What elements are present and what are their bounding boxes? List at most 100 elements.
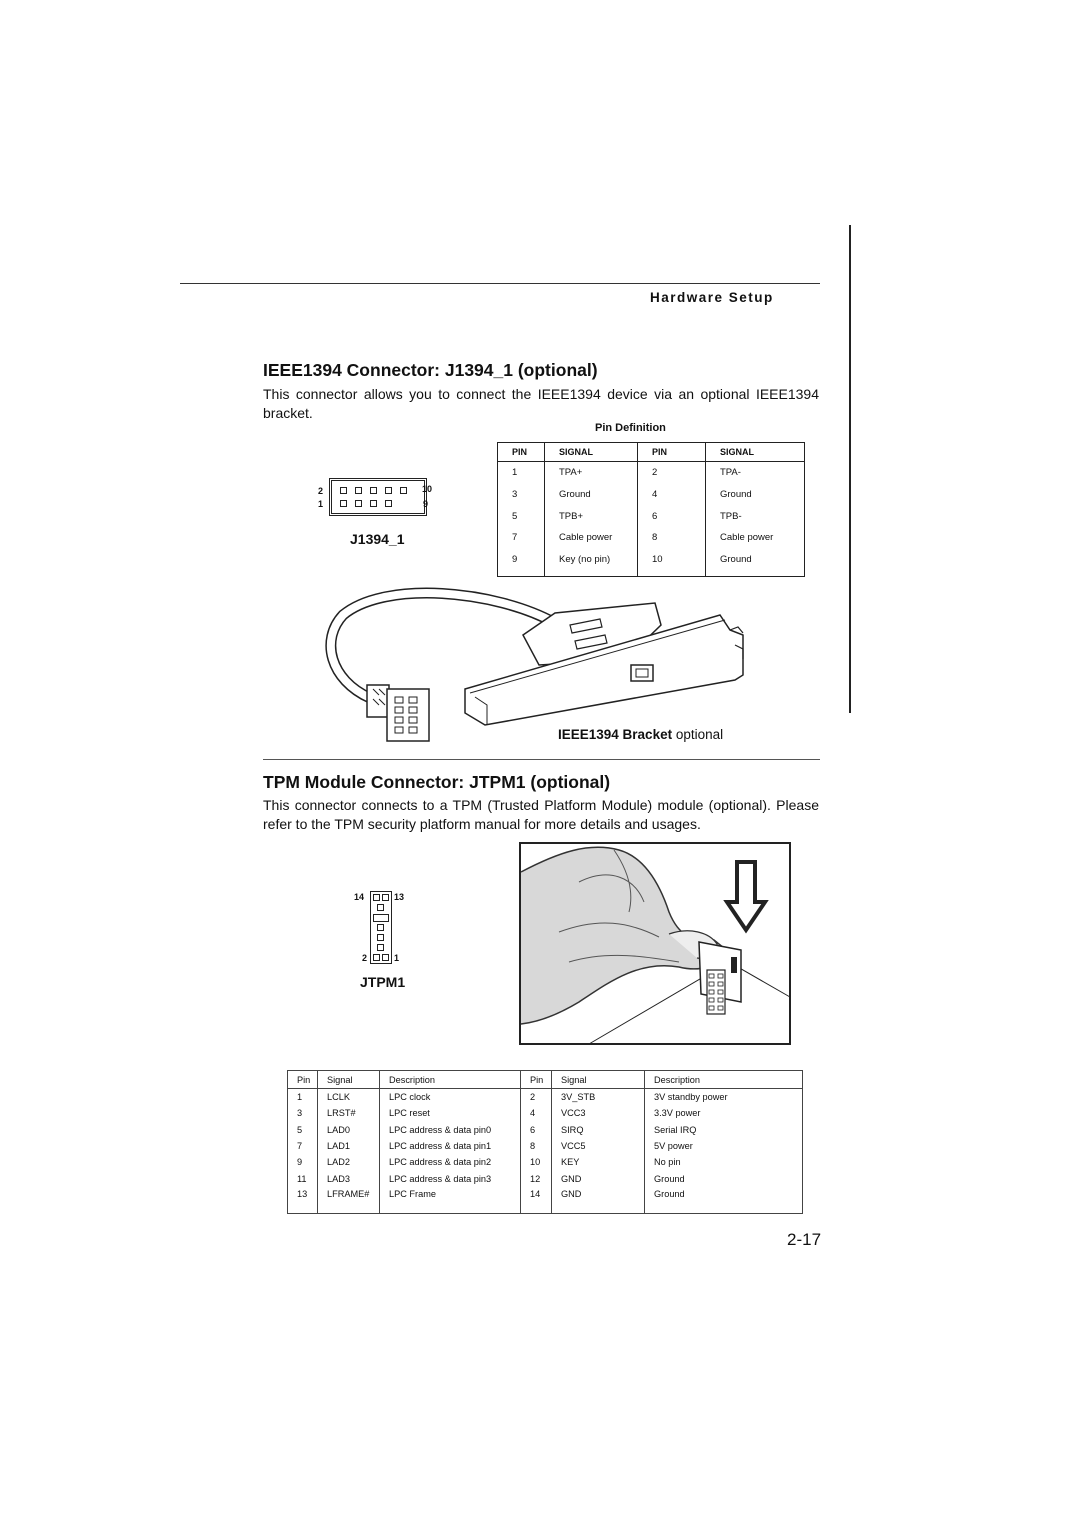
table-header-row: PIN SIGNAL PIN SIGNAL	[497, 442, 805, 462]
cell: TPB+	[544, 505, 638, 528]
cell: LAD3	[317, 1170, 380, 1187]
cell: 5	[287, 1121, 318, 1138]
cell: Cable power	[720, 532, 774, 544]
tpm-description: This connector connects to a TPM (Truste…	[263, 797, 819, 832]
column-header: Signal	[551, 1070, 645, 1089]
cell: 1	[497, 461, 545, 484]
cell: LPC address & data pin1	[379, 1137, 521, 1155]
column-header: Description	[644, 1070, 803, 1089]
pin-label: 14	[354, 892, 365, 902]
column-header: PIN	[497, 442, 545, 462]
section-divider	[263, 759, 820, 760]
cell: Ground	[654, 1188, 685, 1199]
cell: 4	[637, 483, 706, 506]
section-label: Hardware Setup	[650, 290, 774, 305]
cell: LCLK	[317, 1088, 380, 1106]
tpm-heading: TPM Module Connector: JTPM1 (optional)	[263, 772, 611, 792]
bracket-caption-bold: IEEE1394 Bracket	[558, 727, 673, 742]
cell: Ground	[544, 483, 638, 506]
margin-rule	[849, 225, 851, 713]
column-header: SIGNAL	[544, 442, 638, 462]
cell: VCC3	[551, 1105, 645, 1122]
bracket-caption: IEEE1394 Bracket optional	[558, 727, 723, 742]
cell: LAD0	[317, 1121, 380, 1138]
cell: Serial IRQ	[654, 1124, 697, 1135]
cell: LPC clock	[379, 1088, 521, 1106]
cell: SIRQ	[551, 1121, 645, 1138]
cell: LPC reset	[379, 1105, 521, 1122]
column-header: Pin	[287, 1070, 318, 1089]
cell: 9	[287, 1154, 318, 1171]
cell: 3V_STB	[551, 1088, 645, 1106]
ieee1394-bracket-illustration	[325, 587, 744, 742]
cell: 12	[520, 1170, 552, 1187]
cell: 3V standby power	[654, 1092, 728, 1103]
pin-label: 1	[318, 499, 324, 509]
cell: Cable power	[544, 527, 638, 549]
cell: 13	[287, 1186, 318, 1214]
cell: 10	[637, 548, 706, 577]
cell: 4	[520, 1105, 552, 1122]
pin-label: 2	[362, 953, 368, 963]
column-header: Signal	[317, 1070, 380, 1089]
ieee-description: This connector allows you to connect the…	[263, 386, 819, 421]
cell: 14	[520, 1186, 552, 1214]
cell: 11	[287, 1170, 318, 1187]
cell: KEY	[551, 1154, 645, 1171]
cell: 3	[497, 483, 545, 506]
cell: VCC5	[551, 1137, 645, 1155]
cell: 9	[497, 548, 545, 577]
cell: 2	[520, 1088, 552, 1106]
cell: LPC address & data pin2	[379, 1154, 521, 1171]
cell: 7	[497, 527, 545, 549]
cell: LFRAME#	[317, 1186, 380, 1214]
j1394-label: J1394_1	[350, 531, 405, 547]
table-header-row: Pin Signal Description Pin Signal Descri…	[287, 1070, 803, 1089]
cell: LPC Frame	[379, 1186, 521, 1214]
pin-label: 13	[394, 892, 405, 902]
cell: Ground	[654, 1173, 685, 1184]
column-header: Description	[379, 1070, 521, 1089]
cell: 8	[520, 1137, 552, 1155]
cell: LRST#	[317, 1105, 380, 1122]
cell: 3.3V power	[654, 1108, 701, 1119]
cell: 3	[287, 1105, 318, 1122]
page-number: 2-17	[787, 1230, 822, 1249]
cell: TPA+	[544, 461, 638, 484]
cell: 5	[497, 505, 545, 528]
cell: 7	[287, 1137, 318, 1155]
cell: 5V power	[654, 1141, 693, 1152]
pin-label: 10	[422, 484, 433, 494]
cell: TPA-	[720, 467, 741, 479]
cell: 2	[637, 461, 706, 484]
cell: TPB-	[720, 510, 742, 522]
cell: 10	[520, 1154, 552, 1171]
tpm-installation-illustration	[519, 842, 791, 1045]
j1394-connector-diagram: 2 1 10 9	[315, 478, 440, 518]
pin-label: 1	[394, 953, 400, 963]
column-header: Pin	[520, 1070, 552, 1089]
ieee-heading: IEEE1394 Connector: J1394_1 (optional)	[263, 360, 598, 380]
cell: LAD2	[317, 1154, 380, 1171]
cell: 6	[520, 1121, 552, 1138]
cell: GND	[551, 1170, 645, 1187]
cell: LPC address & data pin0	[379, 1121, 521, 1138]
jtpm1-connector-diagram: 14 13 2 1	[352, 890, 412, 965]
cell: LAD1	[317, 1137, 380, 1155]
cell: 1	[287, 1088, 318, 1106]
pin-label: 9	[423, 499, 429, 509]
cell: Key (no pin)	[544, 548, 638, 577]
bracket-caption-normal: optional	[675, 727, 724, 742]
column-header: SIGNAL	[705, 442, 805, 462]
cell: 6	[637, 505, 706, 528]
jtpm1-label: JTPM1	[360, 974, 406, 990]
tpm-pin-table: Pin Signal Description Pin Signal Descri…	[287, 1070, 803, 1214]
